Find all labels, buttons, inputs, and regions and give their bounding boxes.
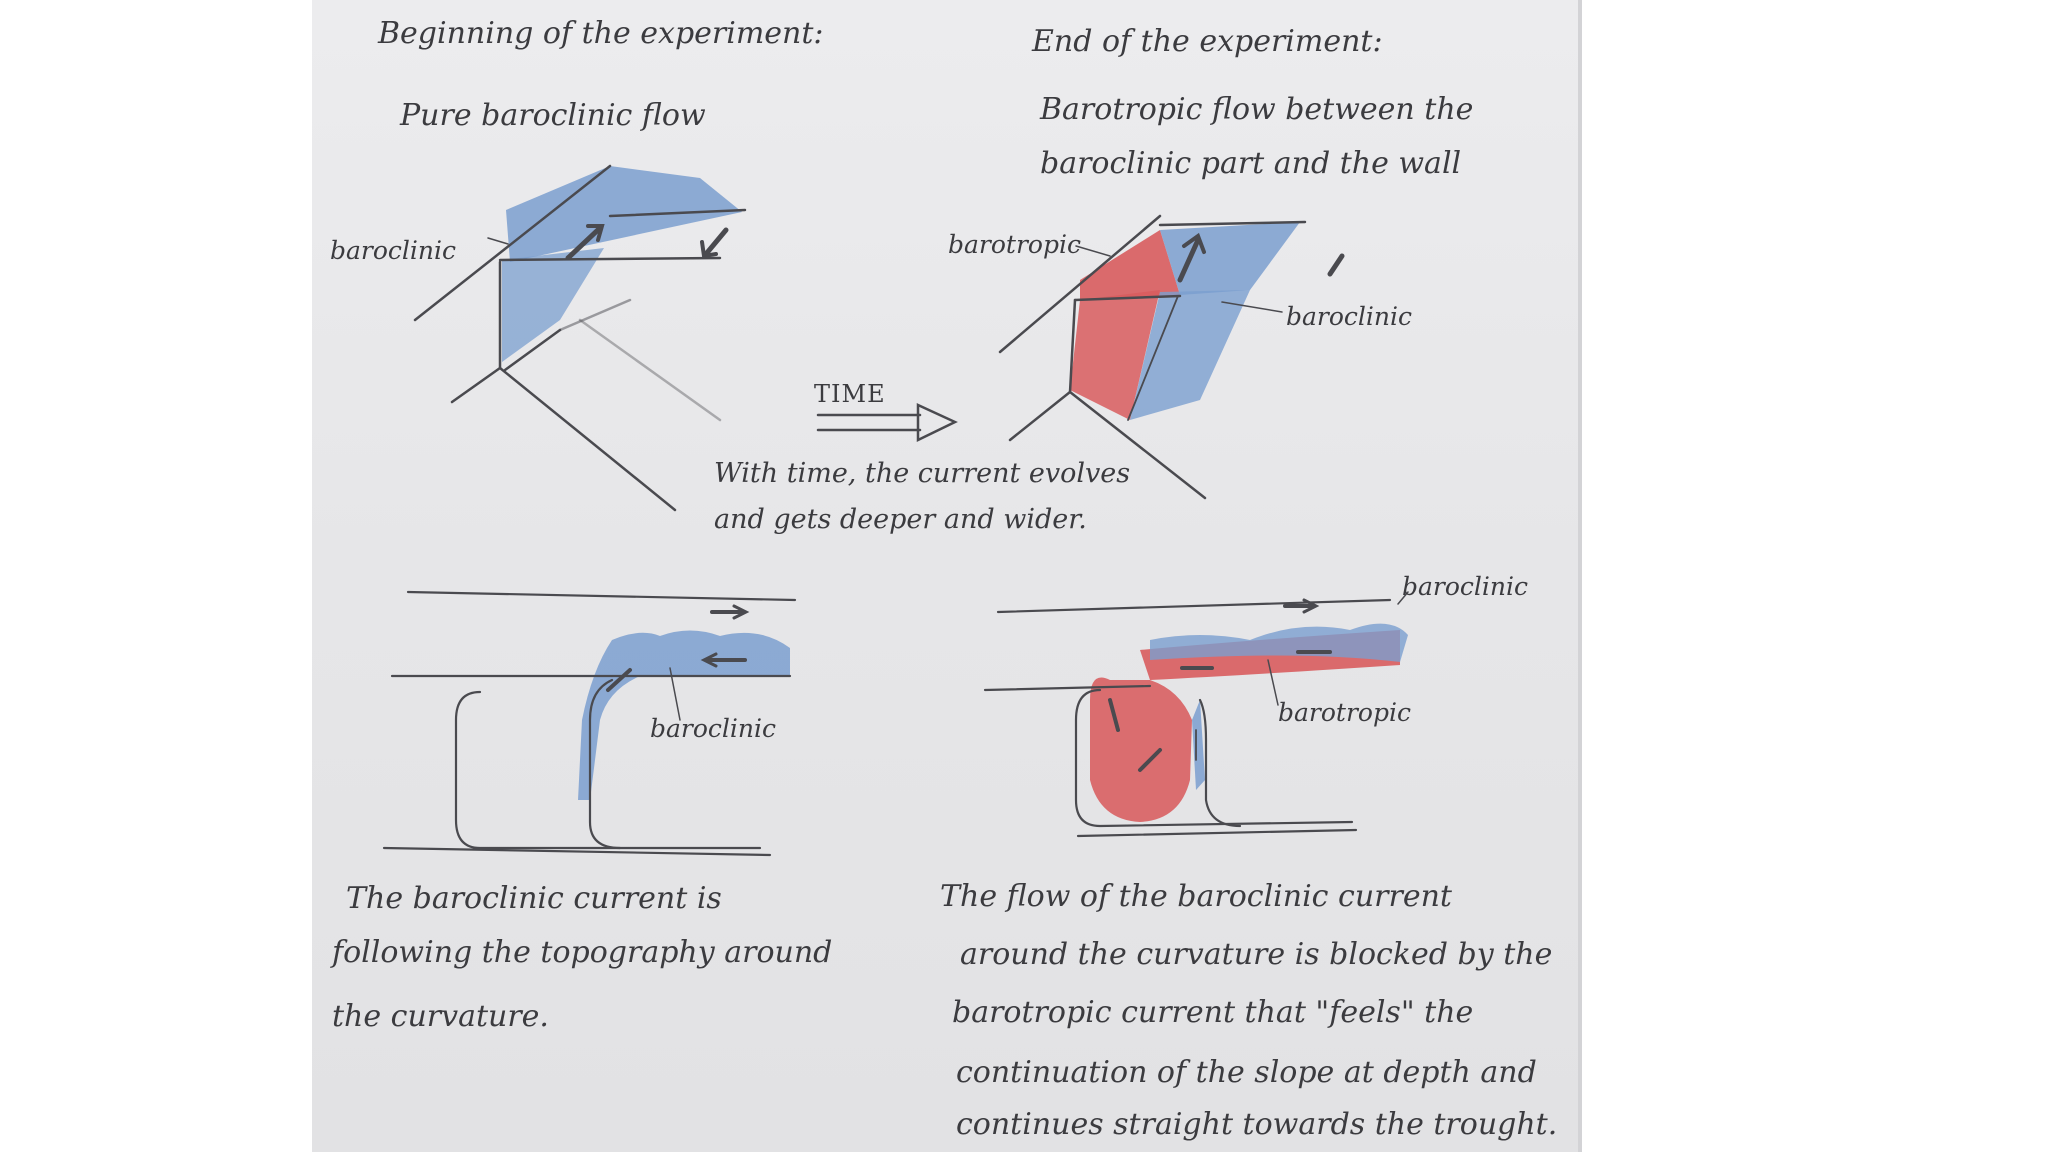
sketch-bottom-left: [382, 590, 797, 857]
caption-left-line3: the curvature.: [332, 999, 549, 1034]
label-leader-baroclinic-tr: [1221, 301, 1283, 313]
caption-right-line3: barotropic current that "feels" the: [952, 995, 1474, 1030]
caption-right-line4: continuation of the slope at depth and: [956, 1055, 1537, 1090]
left-subtitle: Pure baroclinic flow: [400, 98, 706, 133]
arrowhead-west-bl: [700, 652, 718, 668]
base-left-tr: [1008, 390, 1072, 442]
baroclinic-fill-slope-tr: [1130, 290, 1250, 420]
arrow-down-br: [1108, 698, 1120, 732]
return-arrowhead-tl: [700, 240, 718, 259]
paper-sheet: [312, 0, 1582, 1152]
baroclinic-thread-br: [1192, 700, 1205, 790]
label-leader-bl: [669, 667, 681, 721]
arrowhead-east-bl: [732, 604, 750, 620]
shelf-edge-line-br: [983, 684, 1152, 692]
inner-line-2-tl: [558, 298, 632, 332]
label-leader-baroclinic-br: [1397, 591, 1409, 605]
label-baroclinic-bottom-left: baroclinic: [650, 714, 777, 743]
caption-right-line1: The flow of the baroclinic current: [940, 879, 1452, 914]
barotropic-pool-br: [1090, 677, 1192, 822]
arrow-up-br: [1138, 748, 1162, 772]
upper-line-bl: [406, 590, 797, 602]
baroclinic-slope-fill-tl: [502, 248, 604, 362]
time-arrow: [816, 403, 958, 442]
label-baroclinic-bottom-right: baroclinic: [1402, 572, 1529, 601]
return-arrow-tr: [1327, 253, 1345, 277]
baroclinic-band-br: [1150, 623, 1408, 662]
flow-arrow-tr: [1177, 237, 1201, 283]
divide-line-tr: [1127, 295, 1179, 421]
lower-line-br: [1076, 828, 1358, 838]
base-diagonal-tl: [498, 366, 677, 512]
inner-slope-curve-bl: [588, 678, 622, 850]
shelf-line-tl: [413, 164, 612, 322]
outer-slope-curve-br: [1074, 688, 1354, 828]
baroclinic-fill-tl: [506, 166, 742, 262]
label-barotropic-bottom-right: barotropic: [1278, 698, 1411, 727]
baroclinic-current-bl: [578, 630, 790, 800]
label-leader-barotropic-tr: [1075, 245, 1111, 257]
base-left-tl: [450, 366, 502, 404]
flow-arrowhead-tl: [586, 224, 605, 242]
return-arrow-tl: [703, 227, 729, 257]
label-baroclinic-top-left: baroclinic: [330, 236, 457, 265]
sketch-top-right: [998, 214, 1345, 500]
inner-line-tl: [503, 328, 562, 372]
slope-line-tl: [578, 318, 722, 422]
caption-right-line5: continues straight towards the trought.: [956, 1107, 1558, 1142]
label-leader-tl: [487, 237, 509, 245]
label-leader-barotropic-br: [1267, 659, 1279, 706]
base-diagonal-tr: [1068, 390, 1207, 500]
time-note-line2: and gets deeper and wider.: [714, 504, 1087, 535]
surface-line-tr: [1158, 220, 1307, 227]
front-line-tr: [1073, 294, 1182, 302]
label-barotropic-top-right: barotropic: [948, 230, 1081, 259]
sketch-top-left: [413, 164, 747, 512]
right-subtitle-line2: baroclinic part and the wall: [1040, 146, 1462, 181]
lower-line-bl: [382, 846, 772, 857]
wall-edge-tr: [1068, 298, 1077, 394]
front-line-tl: [608, 208, 747, 218]
flow-arrowhead-tr: [1182, 232, 1206, 254]
caption-right-line2: around the curvature is blocked by the: [960, 937, 1553, 972]
right-heading: End of the experiment:: [1032, 24, 1383, 59]
arrow-down-bl: [606, 668, 632, 692]
time-arrow-head: [916, 403, 958, 442]
right-subtitle-line1: Barotropic flow between the: [1040, 92, 1474, 127]
label-baroclinic-top-right: baroclinic: [1286, 302, 1413, 331]
baroclinic-fill-top-tr: [1160, 222, 1300, 295]
time-note-line1: With time, the current evolves: [714, 458, 1131, 489]
time-label: TIME: [814, 380, 886, 408]
flow-arrow-tl: [565, 225, 603, 261]
sketch-bottom-right: [983, 591, 1409, 838]
caption-left-line1: The baroclinic current is: [346, 881, 722, 916]
caption-left-line2: following the topography around: [332, 935, 833, 970]
barotropic-fill-wall-tr: [1070, 290, 1160, 420]
left-heading: Beginning of the experiment:: [378, 16, 824, 51]
shelf-line-tr: [998, 214, 1162, 354]
upper-line-br: [996, 598, 1392, 614]
inner-slope-curve-br: [1198, 698, 1242, 828]
outer-slope-curve-bl: [454, 690, 762, 850]
arrowhead-east-br: [1302, 598, 1320, 614]
surface-line-tl: [498, 256, 722, 262]
barotropic-fill-top-tr: [1080, 230, 1180, 300]
